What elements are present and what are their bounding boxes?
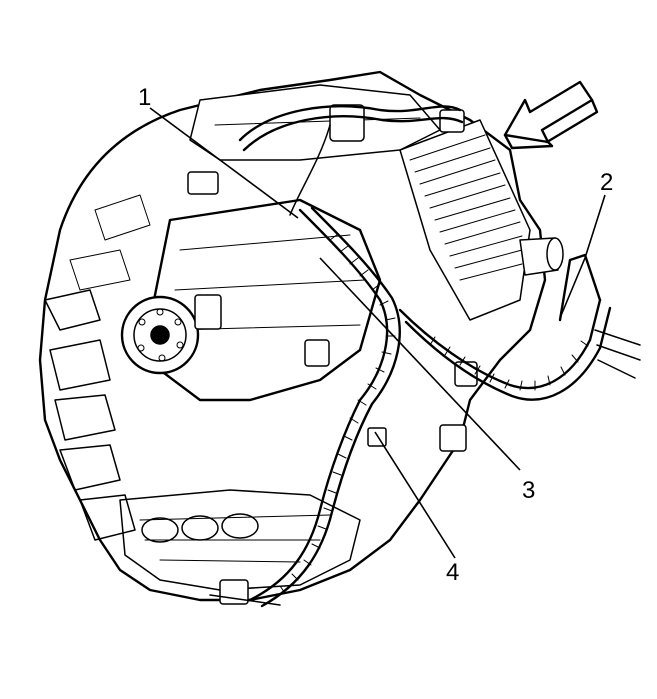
leader-4 [374,431,456,559]
pulley [120,295,200,375]
connectors [187,104,478,605]
callout-3: 3 [522,477,535,504]
callout-leaders [149,107,606,559]
oil-cooler [399,119,531,321]
view-direction-arrow-icon [503,80,599,150]
leader-2 [559,194,606,319]
callout-2: 2 [600,169,613,196]
callout-1: 1 [138,84,151,111]
leader-3 [319,257,521,471]
callout-labels: 1 2 3 4 [138,84,613,586]
callout-4: 4 [446,559,459,586]
wiring-harness [209,105,641,608]
leader-1 [149,107,299,219]
engine-block [38,70,564,602]
